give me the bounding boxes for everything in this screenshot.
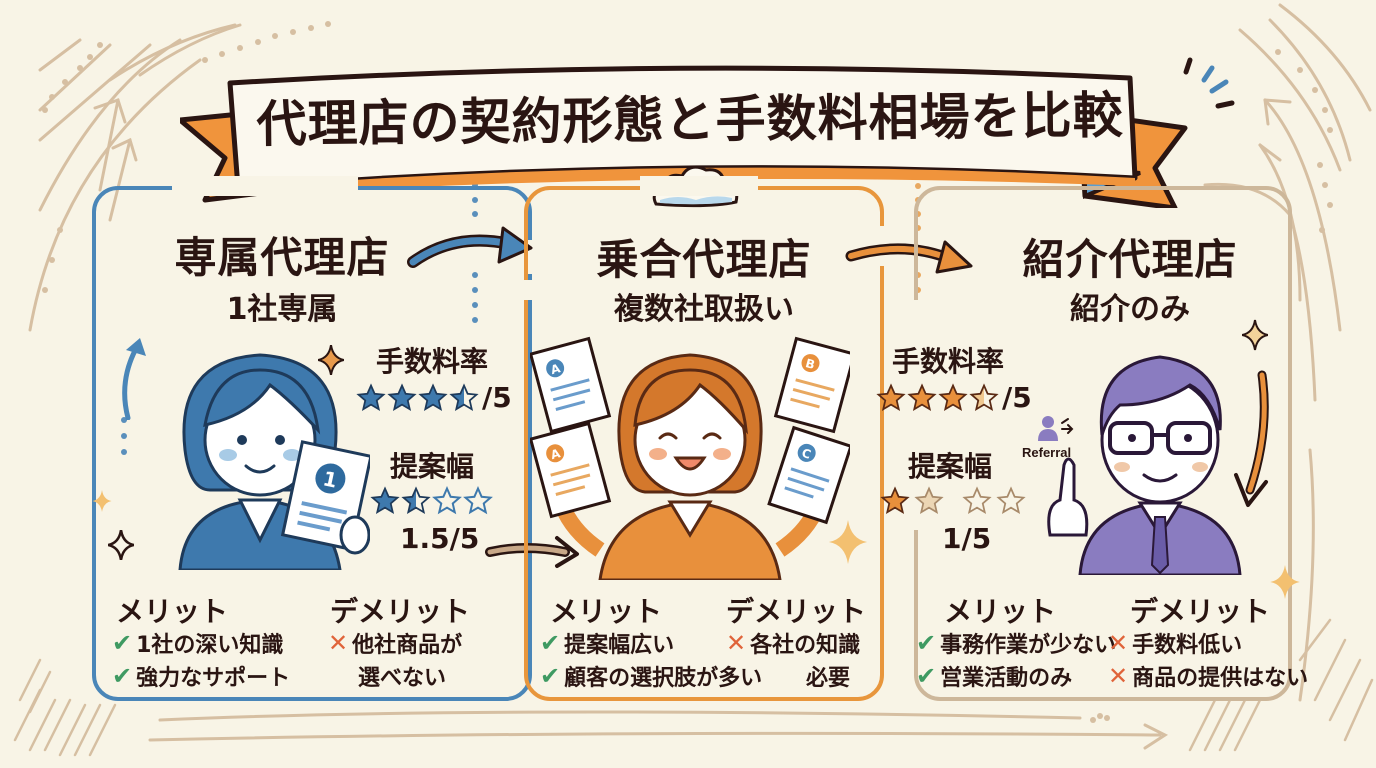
demerit-item-continued: 必要 bbox=[806, 666, 851, 691]
commission-score: /5 bbox=[482, 381, 512, 414]
proposal-range-label: 提案幅 bbox=[390, 450, 475, 483]
star-empty-icon bbox=[432, 486, 462, 515]
document-label: C bbox=[800, 446, 813, 462]
panel-gap bbox=[640, 176, 758, 196]
title-banner bbox=[180, 65, 1188, 208]
check-icon: ✔ bbox=[540, 662, 561, 690]
merit-item: ✔事務作業が少ない bbox=[916, 629, 1117, 658]
proposal-score: 1.5/5 bbox=[400, 522, 480, 555]
proposal-rating-stars bbox=[370, 486, 493, 516]
commission-rating-stars: /5 bbox=[356, 381, 512, 414]
panel-gap bbox=[514, 280, 534, 300]
cross-icon: ✕ bbox=[328, 629, 349, 657]
commission-score: /5 bbox=[1002, 381, 1032, 414]
merit-header: メリット bbox=[116, 595, 229, 628]
arrow-up-icon bbox=[122, 338, 146, 420]
referral-person-icon bbox=[1038, 416, 1074, 441]
proposal-rating-stars bbox=[880, 486, 1026, 516]
check-icon: ✔ bbox=[540, 629, 561, 657]
panel-title-referral: 紹介代理店 bbox=[1022, 235, 1238, 284]
document-label: A bbox=[549, 446, 562, 462]
check-icon: ✔ bbox=[916, 629, 937, 657]
check-icon: ✔ bbox=[112, 662, 133, 690]
panel-subtitle-exclusive: 1社専属 bbox=[226, 292, 338, 327]
commission-rate-label: 手数料率 bbox=[892, 345, 1005, 378]
star-full-icon bbox=[876, 382, 906, 411]
merit-header: メリット bbox=[550, 595, 663, 628]
panel-subtitle-referral: 紹介のみ bbox=[1070, 292, 1190, 327]
cross-icon: ✕ bbox=[1108, 629, 1129, 657]
panel-title-multi: 乗合代理店 bbox=[596, 235, 812, 284]
sparkle-icon bbox=[828, 520, 868, 564]
merit-item: ✔営業活動のみ bbox=[916, 662, 1073, 691]
arrow-right-icon bbox=[407, 226, 533, 268]
panel-gap bbox=[172, 176, 358, 196]
demerit-header: デメリット bbox=[1130, 595, 1271, 628]
merit-item: ✔1社の深い知識 bbox=[112, 629, 284, 658]
star-empty-icon bbox=[463, 486, 493, 515]
commission-rate-label: 手数料率 bbox=[376, 345, 489, 378]
arrow-down-icon bbox=[1234, 370, 1269, 507]
document-label: B bbox=[804, 356, 816, 372]
merit-item: ✔提案幅広い bbox=[540, 629, 675, 658]
document-label: A bbox=[549, 361, 562, 377]
star-half-icon bbox=[969, 382, 999, 411]
proposal-range-label: 提案幅 bbox=[908, 450, 993, 483]
demerit-item: ✕手数料低い bbox=[1108, 629, 1243, 658]
sparkle-icon bbox=[318, 345, 344, 375]
demerit-item-continued: 選べない bbox=[358, 666, 447, 691]
star-full-icon bbox=[370, 486, 400, 515]
commission-rating-stars: /5 bbox=[876, 381, 1032, 414]
arrow-right-icon bbox=[845, 240, 973, 274]
multi-agent-figure: A B A C bbox=[530, 336, 850, 580]
cross-icon: ✕ bbox=[1108, 662, 1129, 690]
sparkle-icon bbox=[1242, 319, 1268, 351]
referral-agent-figure bbox=[1047, 355, 1242, 575]
star-empty-icon bbox=[962, 486, 992, 515]
star-full-icon bbox=[938, 382, 968, 411]
merit-item: ✔顧客の選択肢が多い bbox=[540, 662, 763, 691]
check-icon: ✔ bbox=[916, 662, 937, 690]
merit-item: ✔強力なサポート bbox=[112, 662, 291, 691]
star-faded-icon bbox=[914, 486, 944, 515]
panel-gap bbox=[904, 300, 924, 530]
star-full-icon bbox=[387, 382, 417, 411]
demerit-item: ✕商品の提供はない bbox=[1108, 662, 1309, 691]
demerit-item: ✕各社の知識 bbox=[726, 629, 861, 658]
check-icon: ✔ bbox=[112, 629, 133, 657]
cross-icon: ✕ bbox=[726, 629, 747, 657]
sparkle-icon bbox=[108, 530, 134, 560]
demerit-header: デメリット bbox=[330, 595, 471, 628]
panel-subtitle-multi: 複数社取扱い bbox=[614, 292, 794, 327]
document-badge: 1 bbox=[321, 466, 340, 492]
sparkle-icon bbox=[1270, 565, 1300, 599]
star-half-icon bbox=[449, 382, 479, 411]
page-title: 代理店の契約形態と手数料相場を比較 bbox=[256, 86, 1124, 154]
star-full-icon bbox=[880, 486, 910, 515]
exclusive-agent-figure: 1 bbox=[178, 353, 370, 570]
panel-title-exclusive: 専属代理店 bbox=[174, 233, 390, 282]
star-full-icon bbox=[418, 382, 448, 411]
demerit-item: ✕他社商品が bbox=[328, 629, 463, 658]
sparkle-icon bbox=[92, 490, 112, 512]
star-half-icon bbox=[401, 486, 431, 515]
proposal-score: 1/5 bbox=[942, 522, 992, 555]
star-full-icon bbox=[907, 382, 937, 411]
demerit-header: デメリット bbox=[726, 595, 867, 628]
referral-label: Referral bbox=[1022, 445, 1072, 460]
star-full-icon bbox=[356, 382, 386, 411]
star-empty-icon bbox=[996, 486, 1026, 515]
merit-header: メリット bbox=[944, 595, 1057, 628]
